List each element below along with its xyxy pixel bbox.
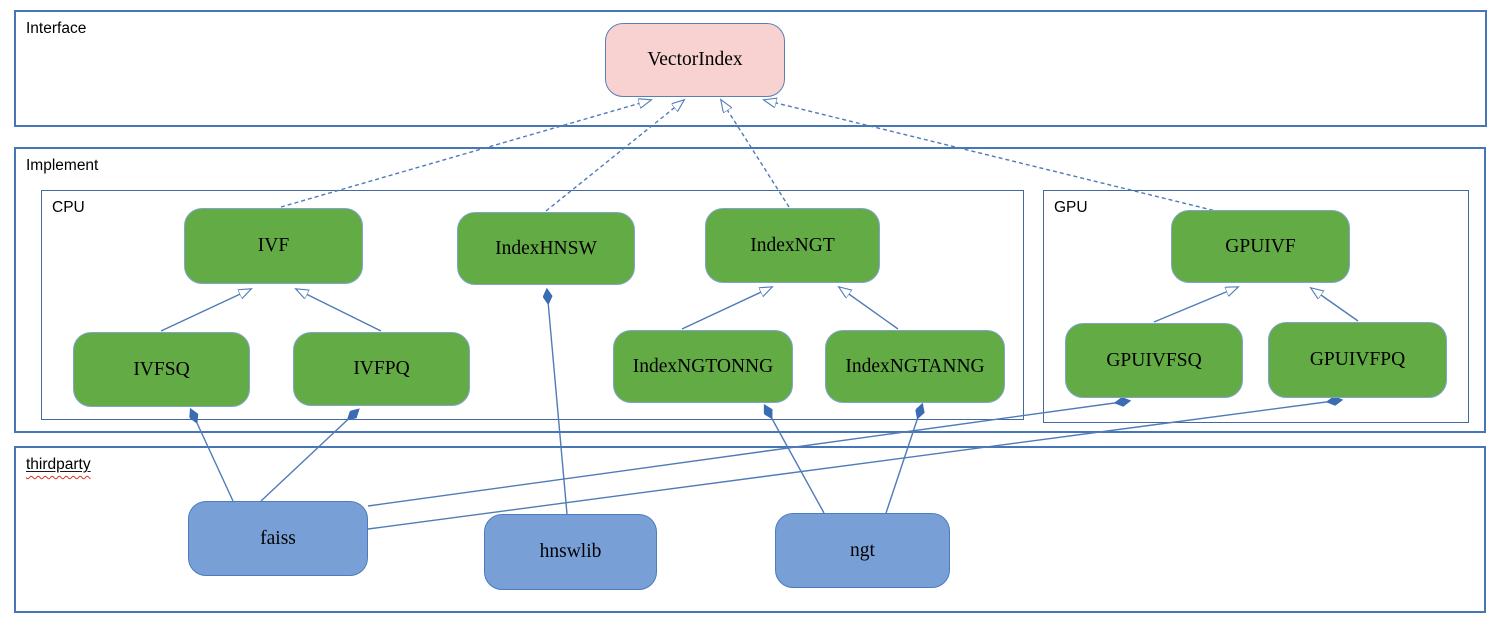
edge-indexngtonng-extends-indexngt xyxy=(681,287,772,330)
node-gpuivf-label: GPUIVF xyxy=(1225,235,1296,257)
edge-ivfsq-extends-ivf xyxy=(160,289,251,332)
node-hnswlib: hnswlib xyxy=(484,514,657,590)
node-indexhnsw-label: IndexHNSW xyxy=(495,237,597,259)
spellcheck-squiggle-text: thirdparty xyxy=(26,456,91,473)
node-gpuivfpq-label: GPUIVFPQ xyxy=(1309,349,1406,370)
node-faiss-label: faiss xyxy=(260,527,296,549)
node-indexhnsw: IndexHNSW xyxy=(457,212,635,285)
node-vectorindex-label: VectorIndex xyxy=(647,49,743,70)
edge-indexngtanng-extends-indexngt xyxy=(839,287,899,330)
edge-gpuivf-implements-vectorindex xyxy=(764,100,1221,213)
container-thirdparty-label: thirdparty xyxy=(26,456,91,474)
container-cpu-label: CPU xyxy=(52,199,85,216)
node-ivf: IVF xyxy=(184,208,363,284)
container-interface-label: Interface xyxy=(26,20,87,37)
container-thirdparty: thirdparty xyxy=(14,446,1486,613)
node-vectorindex: VectorIndex xyxy=(605,23,785,97)
edge-indexngt-implements-vectorindex xyxy=(721,100,790,208)
node-gpuivf: GPUIVF xyxy=(1171,210,1350,283)
node-indexngtanng: IndexNGTANNG xyxy=(825,330,1005,403)
node-faiss: faiss xyxy=(188,501,368,576)
node-ngt-label: ngt xyxy=(850,539,875,561)
container-implement: Implement xyxy=(14,147,1486,433)
container-gpu: GPU xyxy=(1043,190,1469,423)
edge-indexhnsw-implements-vectorindex xyxy=(545,100,684,212)
node-gpuivfsq: GPUIVFSQ xyxy=(1065,323,1243,398)
edge-ngt-composed-in-indexngtanng xyxy=(885,405,922,514)
edge-faiss-composed-in-gpuivfsq xyxy=(367,401,1129,507)
container-interface: Interface xyxy=(14,10,1487,127)
edge-gpuivfsq-extends-gpuivf xyxy=(1153,287,1238,323)
container-cpu: CPU xyxy=(41,190,1024,420)
node-indexngtonng: IndexNGTONNG xyxy=(613,330,793,403)
edge-faiss-composed-in-ivfsq xyxy=(191,410,234,502)
node-ivfsq: IVFSQ xyxy=(73,332,250,407)
edge-faiss-composed-in-gpuivfpq xyxy=(367,400,1341,530)
node-ivfsq-label: IVFSQ xyxy=(133,358,190,380)
node-ivf-label: IVF xyxy=(257,235,290,256)
node-indexngt-label: IndexNGT xyxy=(750,234,835,256)
edge-ivf-implements-vectorindex xyxy=(280,100,651,208)
node-gpuivfsq-label: GPUIVFSQ xyxy=(1106,349,1202,371)
node-hnswlib-label: hnswlib xyxy=(539,541,602,562)
edge-gpuivfpq-extends-gpuivf xyxy=(1311,288,1359,322)
node-ngt: ngt xyxy=(775,513,950,588)
edge-ngt-composed-in-indexngtonng xyxy=(765,406,825,514)
node-gpuivfpq: GPUIVFPQ xyxy=(1268,322,1447,398)
node-indexngtanng-label: IndexNGTANNG xyxy=(845,355,985,377)
container-gpu-label: GPU xyxy=(1054,199,1088,216)
node-ivfpq-label: IVFPQ xyxy=(353,358,410,379)
node-ivfpq: IVFPQ xyxy=(293,332,470,406)
edge-ivfpq-extends-ivf xyxy=(296,289,382,332)
node-indexngt: IndexNGT xyxy=(705,208,880,283)
edge-faiss-composed-in-ivfpq xyxy=(260,410,358,502)
container-implement-label: Implement xyxy=(26,157,99,174)
node-indexngtonng-label: IndexNGTONNG xyxy=(632,355,774,377)
edge-hnswlib-composed-in-indexhnsw xyxy=(547,290,568,515)
